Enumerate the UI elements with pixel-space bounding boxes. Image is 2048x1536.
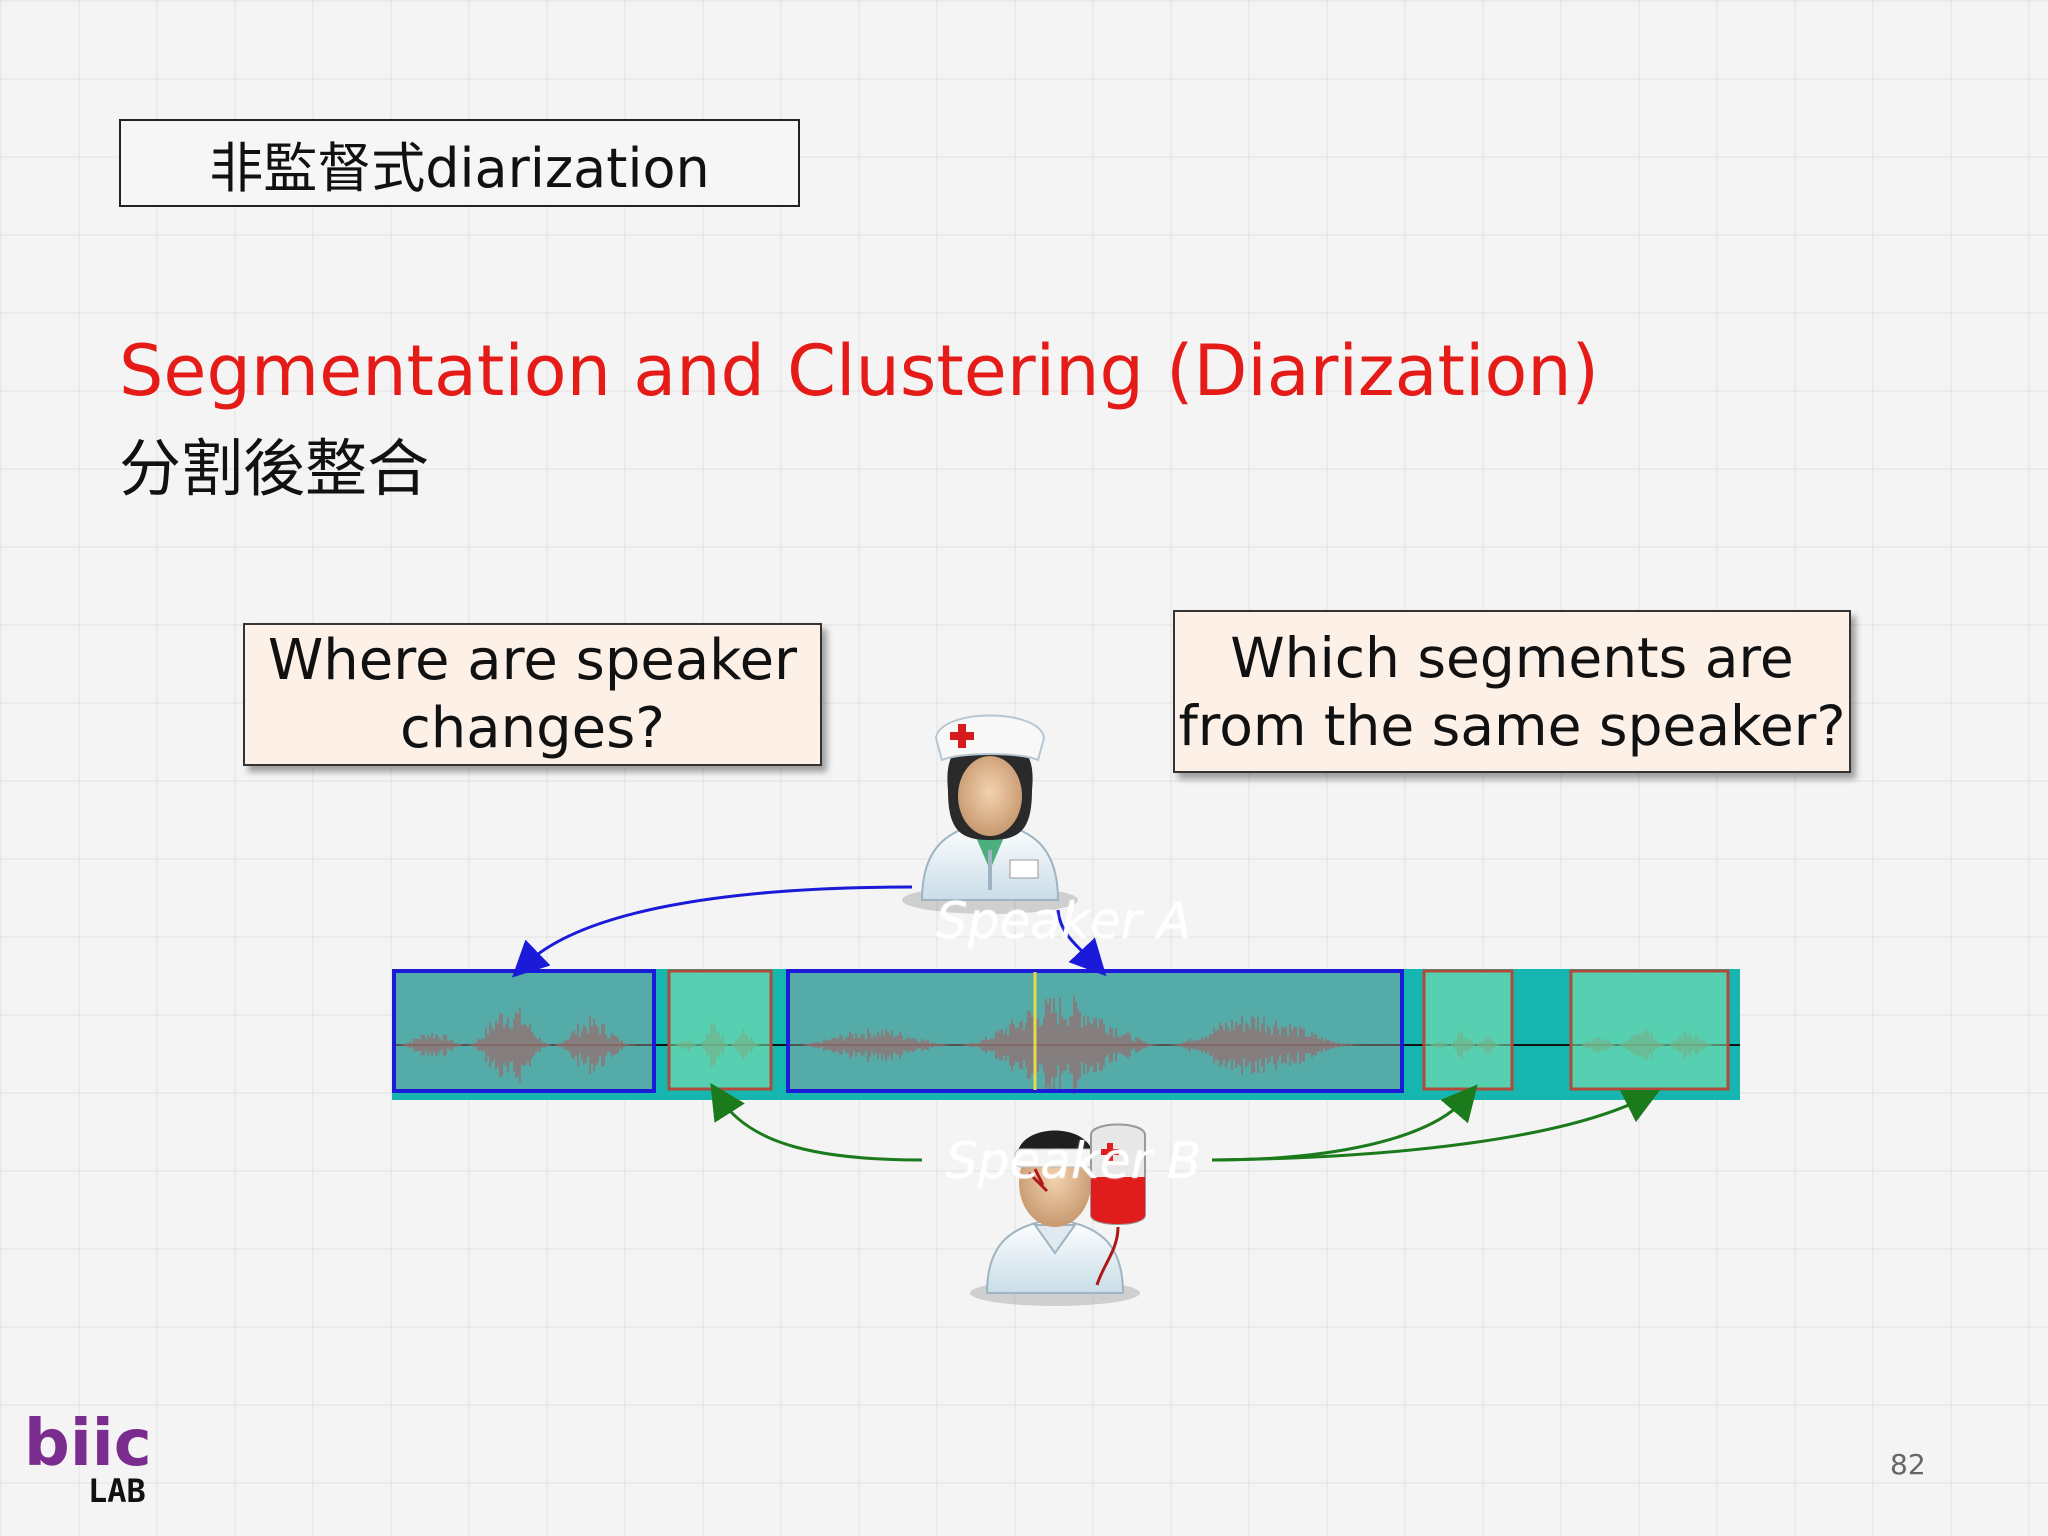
question-left-line2: changes? <box>399 695 665 761</box>
question-same-speaker: Which segments are from the same speaker… <box>1173 610 1851 773</box>
arrow-speaker-b-to-segment-2 <box>1211 1084 1478 1162</box>
logo-lab-text: LAB <box>88 1472 146 1510</box>
speaker-a-label: Speaker A <box>936 892 1192 950</box>
biic-lab-logo: biic LAB <box>22 1407 172 1514</box>
injured-patient-icon <box>970 1123 1146 1306</box>
arrow-speaker-a-to-segment-2 <box>1056 909 1107 977</box>
slide-subtitle: 分割後整合 <box>119 432 430 505</box>
segment-speaker-b-3 <box>1569 969 1730 1091</box>
segment-speaker-a-2 <box>786 969 1404 1093</box>
arrow-speaker-b-to-segment-1 <box>710 1082 923 1162</box>
question-speaker-changes: Where are speaker changes? <box>243 623 822 766</box>
segment-speaker-a-1 <box>392 969 656 1093</box>
speaker-b-label: Speaker B <box>946 1132 1202 1190</box>
question-right-line1: Which segments are <box>1230 625 1794 690</box>
waveform-strip <box>392 969 1740 1100</box>
logo-biic-text: biic <box>24 1410 152 1481</box>
arrow-speaker-a-to-segment-1 <box>512 885 913 978</box>
nurse-icon <box>902 714 1078 914</box>
topic-tag: 非監督式diarization <box>119 119 800 207</box>
arrow-speaker-b-to-segment-3 <box>1211 1089 1661 1162</box>
segment-speaker-b-2 <box>1422 969 1514 1091</box>
page-number: 82 <box>1890 1448 1926 1481</box>
question-left-line1: Where are speaker <box>267 627 798 693</box>
slide-title: Segmentation and Clustering (Diarization… <box>119 330 1599 412</box>
segment-speaker-b-1 <box>667 969 773 1091</box>
question-right-line2: from the same speaker? <box>1178 693 1846 758</box>
logo-mark: biic LAB <box>24 1407 152 1510</box>
